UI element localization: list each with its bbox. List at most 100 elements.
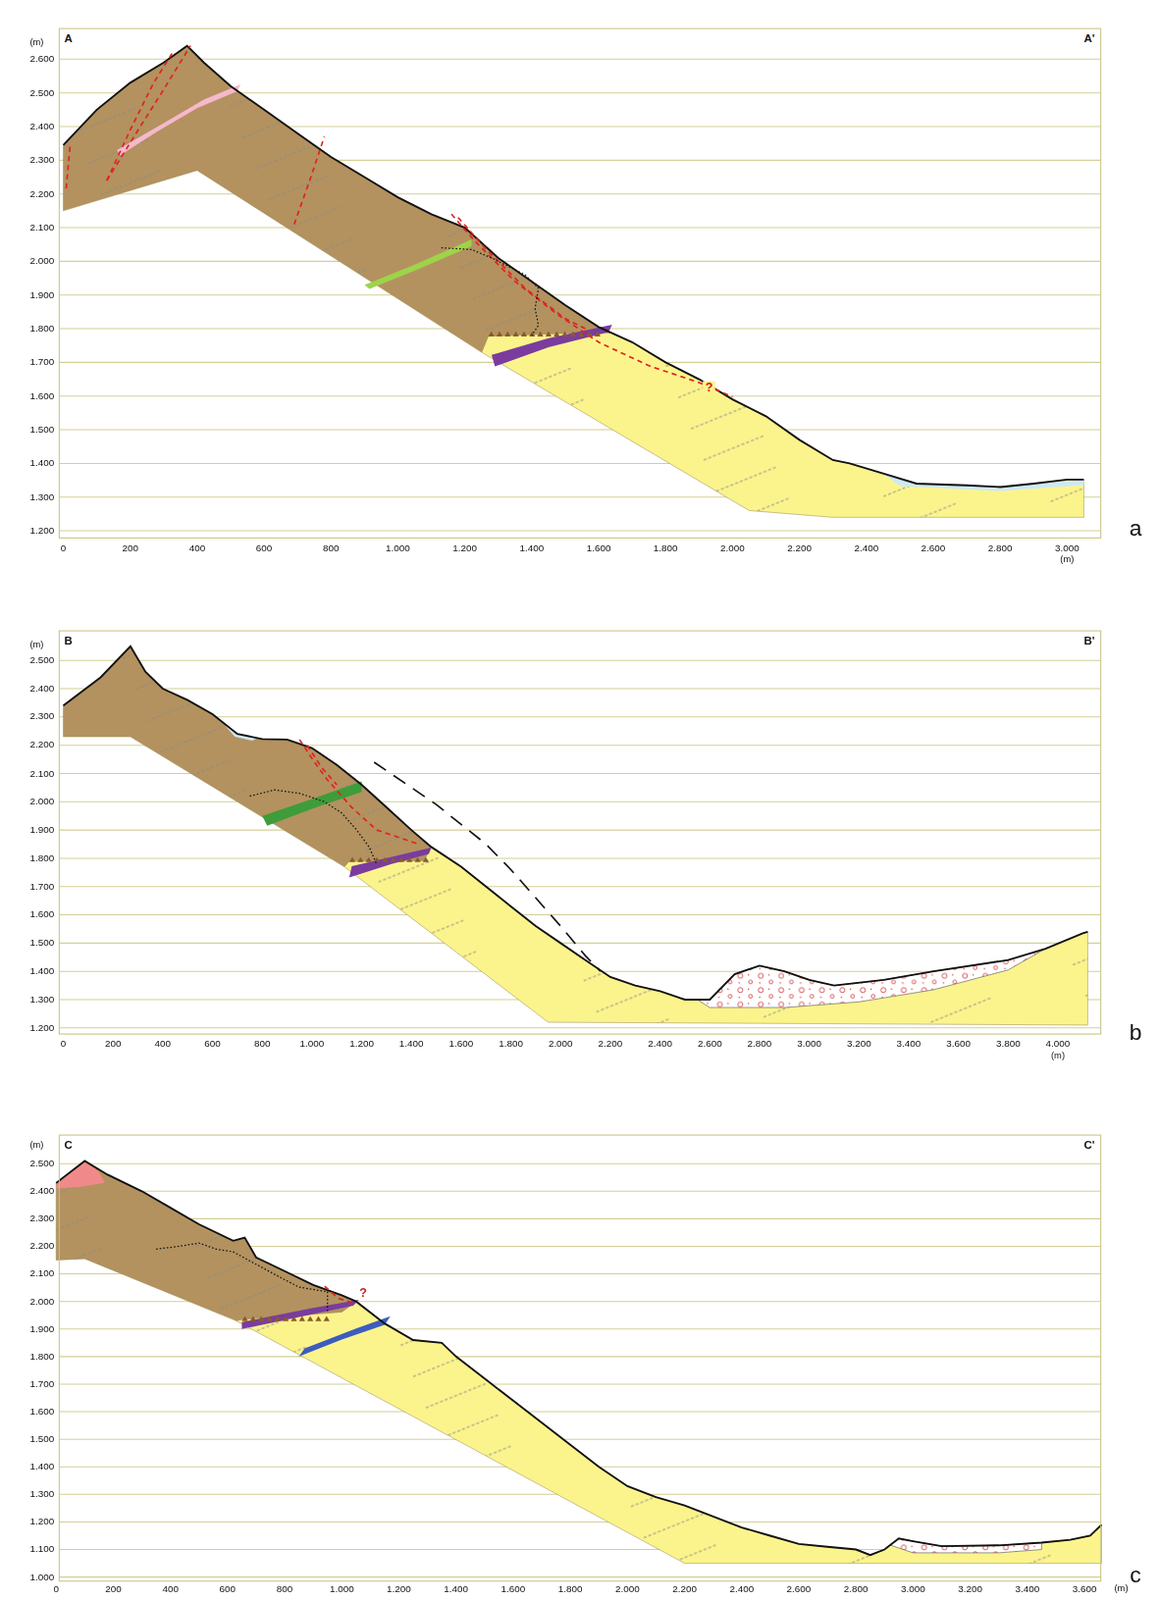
elevation-tick: 1.200: [29, 1517, 54, 1528]
elevation-tick: 2.100: [29, 1268, 54, 1280]
plot-area: [58, 1135, 1101, 1582]
fault-line: [299, 739, 420, 845]
contact-triangle: [521, 331, 527, 337]
section-end: C: [64, 1138, 73, 1152]
rock-band: [262, 782, 362, 827]
distance-tick: 3.800: [996, 1039, 1021, 1051]
elevation-tick: 1.900: [29, 1323, 54, 1335]
contact-triangle: [504, 331, 511, 337]
section-end: A': [1083, 31, 1095, 45]
grid-line: [58, 660, 1101, 662]
elevation-tick: 2.100: [29, 222, 54, 234]
grid-line: [58, 1191, 1101, 1193]
distance-tick: 800: [276, 1584, 294, 1596]
contact-triangle: [381, 857, 388, 863]
elevation-tick: 1.500: [29, 424, 54, 436]
contact-triangle: [315, 1317, 321, 1322]
distance-tick: 1.200: [349, 1039, 374, 1051]
distance-tick: 1.800: [498, 1039, 524, 1051]
distance-tick: 1.400: [519, 542, 544, 554]
topographic-profile: [55, 1160, 1102, 1556]
distance-tick: 1.600: [449, 1039, 475, 1051]
grid-line: [58, 1522, 1101, 1524]
flysch-unit: [55, 1160, 357, 1321]
contact-triangle: [349, 857, 356, 863]
contact-triangle: [357, 857, 364, 863]
elevation-tick: 1.300: [29, 491, 54, 503]
contact-triangle: [258, 1317, 264, 1322]
bedding-lines: [481, 331, 1085, 518]
section-panel: [55, 1135, 1102, 1582]
distance-tick: 600: [219, 1584, 237, 1596]
contact-triangle: [290, 1317, 297, 1322]
contact-triangle: [282, 1317, 289, 1322]
distance-tick: 0: [52, 1584, 59, 1596]
section-end: A: [64, 31, 73, 45]
elevation-tick: 1.800: [29, 852, 54, 864]
bedding-lines: [63, 46, 613, 353]
elevation-tick: 1.800: [29, 323, 54, 335]
grid-line: [58, 1383, 1101, 1385]
plot-frame: [58, 28, 1101, 538]
rock-band: [364, 239, 472, 289]
distance-tick: 2.000: [548, 1039, 574, 1051]
elevation-tick: 1.000: [29, 1572, 54, 1583]
plot-frame: [58, 631, 1101, 1035]
grid-line: [58, 1412, 1101, 1414]
elevation-tick: 2.500: [29, 655, 54, 667]
elevation-tick: 1.500: [29, 1434, 54, 1446]
panel-letter: a: [1129, 516, 1143, 541]
contact-triangle: [496, 331, 503, 337]
elevation-tick: 2.400: [29, 121, 54, 133]
grid-line: [58, 227, 1101, 229]
axis-unit: (m): [1059, 555, 1074, 566]
grid-line: [58, 429, 1101, 431]
grid-line: [58, 886, 1101, 888]
grid-line: [58, 914, 1101, 916]
elevation-tick: 1.400: [29, 1462, 54, 1474]
grid-line: [58, 294, 1101, 296]
sandstone-unit: [481, 331, 1085, 518]
distance-tick: 2.600: [921, 542, 947, 554]
elevation-tick: 2.200: [29, 739, 54, 751]
distance-tick: 200: [105, 1039, 122, 1051]
flysch-unit: [63, 646, 432, 868]
distance-tick: 1.400: [399, 1039, 424, 1051]
axis-unit: (m): [1113, 1584, 1128, 1595]
distance-tick: 0: [60, 542, 67, 554]
elevation-tick: 1.300: [29, 1489, 54, 1501]
grid-line: [58, 261, 1101, 263]
fault-line: [307, 745, 337, 786]
distance-tick: 3.600: [946, 1039, 971, 1051]
contact-triangle: [274, 1317, 281, 1322]
section-end: C': [1083, 1138, 1095, 1152]
distance-tick: 2.600: [697, 1039, 723, 1051]
axis-unit: (m): [29, 639, 44, 650]
contact-triangle: [570, 331, 577, 337]
fault-line: [65, 147, 70, 192]
elevation-tick: 2.400: [29, 1186, 54, 1198]
distance-tick: 2.000: [720, 542, 745, 554]
distance-tick: 1.000: [329, 1584, 355, 1596]
distance-tick: 1.600: [501, 1584, 527, 1596]
distance-tick: 3.000: [900, 1584, 926, 1596]
distance-tick: 1.200: [452, 542, 477, 554]
distance-tick: 1.200: [386, 1584, 412, 1596]
distance-tick: 0: [60, 1039, 67, 1051]
contact-triangle: [398, 857, 405, 863]
elevation-tick: 1.800: [29, 1351, 54, 1363]
distance-tick: 1.600: [586, 542, 612, 554]
section-end: B': [1083, 633, 1095, 647]
contact-triangle: [366, 857, 372, 863]
rock-band: [491, 324, 613, 368]
elevation-tick: 2.000: [29, 796, 54, 808]
fault-line: [106, 46, 191, 181]
grid-line: [58, 1328, 1101, 1330]
distance-tick: 2.600: [787, 1584, 812, 1596]
contact-triangle: [488, 331, 495, 337]
contact-triangle: [414, 857, 421, 863]
distance-tick: 1.800: [558, 1584, 583, 1596]
section-panel: [58, 631, 1101, 1035]
grid-line: [58, 1439, 1101, 1441]
